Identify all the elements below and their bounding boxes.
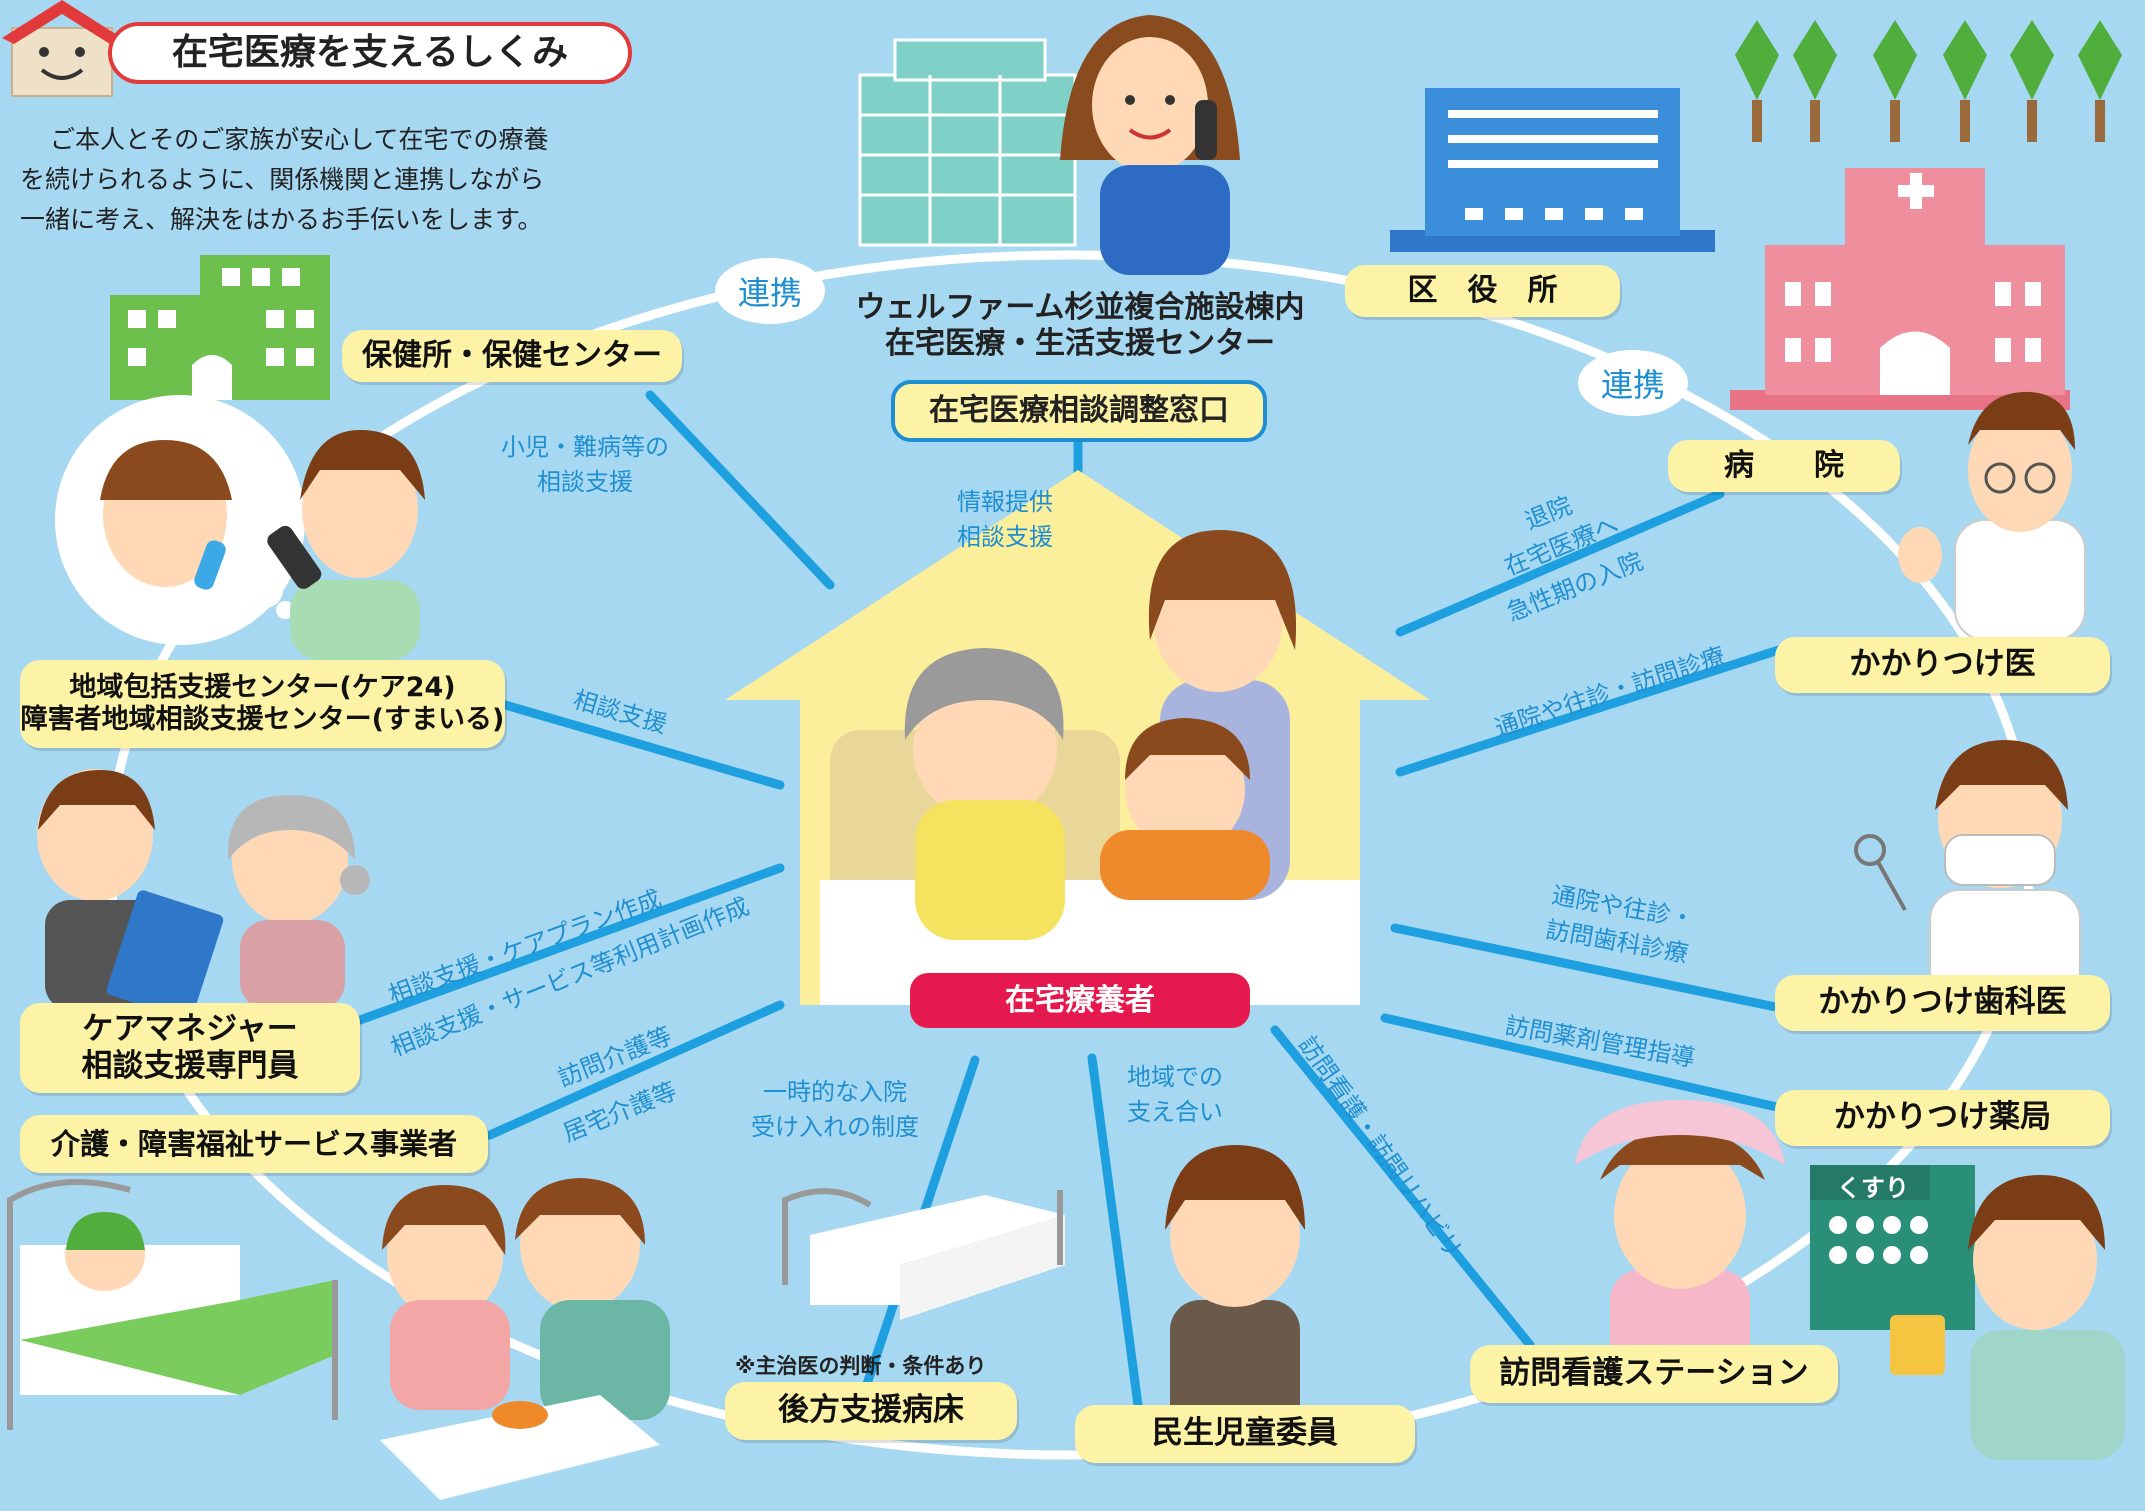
backup-hospital-bed-icon bbox=[782, 1188, 1065, 1320]
window-label[interactable]: 在宅医療相談調整窓口 bbox=[929, 393, 1229, 428]
link-line: 情報提供 bbox=[957, 488, 1053, 516]
node-pharmacy[interactable]: かかりつけ薬局 bbox=[1775, 1090, 2110, 1146]
community-volunteer-man-icon bbox=[1165, 1145, 1305, 1440]
line-chiiki bbox=[500, 700, 785, 790]
center-org-line: 在宅医療・生活支援センター bbox=[885, 326, 1275, 361]
intro-line: ご本人とそのご家族が安心して在宅での療養 bbox=[50, 125, 549, 154]
collaboration-badge: 連携 bbox=[1578, 350, 1688, 416]
bedridden-patient-icon bbox=[7, 1179, 338, 1430]
node-health-center[interactable]: 保健所・保健センター bbox=[342, 330, 682, 382]
line-kakaritsuke bbox=[1395, 643, 1790, 777]
node-care-service-providers[interactable]: 介護・障害福祉サービス事業者 bbox=[20, 1115, 488, 1173]
node-community-support-centers[interactable]: 地域包括支援センター(ケア24) 障害者地域相談支援センター(すまいる) bbox=[20, 660, 505, 748]
node-community-welfare-volunteer[interactable]: 民生児童委員 bbox=[1075, 1405, 1415, 1463]
collaboration-badge: 連携 bbox=[715, 258, 825, 324]
link-line: 地域での bbox=[1127, 1063, 1223, 1091]
link-label-community-support: 地域での 支え合い bbox=[1110, 1060, 1240, 1130]
center-organization-name: ウェルファーム杉並複合施設棟内 在宅医療・生活支援センター bbox=[820, 290, 1340, 362]
node-line: 相談支援専門員 bbox=[81, 1048, 299, 1084]
line-byoin bbox=[1395, 489, 1725, 637]
patient-label[interactable]: 在宅療養者 bbox=[1005, 983, 1155, 1018]
link-label-pediatric: 小児・難病等の 相談支援 bbox=[485, 430, 685, 500]
link-label-info: 情報提供 相談支援 bbox=[945, 485, 1065, 555]
link-line: 受け入れの制度 bbox=[751, 1112, 919, 1141]
intro-text: ご本人とそのご家族が安心して在宅での療養 を続けられるように、関係機関と連携しな… bbox=[20, 120, 660, 240]
care-manager-with-elder-icon bbox=[37, 769, 370, 1020]
node-line: 障害者地域相談支援センター(すまいる) bbox=[20, 704, 505, 735]
backup-beds-note: ※主治医の判断・条件あり bbox=[735, 1354, 987, 1378]
pharmacist-icon bbox=[1890, 1175, 2125, 1460]
line-kaigo bbox=[485, 1000, 785, 1140]
home-care-helper-icon bbox=[380, 1178, 670, 1500]
health-center-building-icon bbox=[110, 255, 330, 400]
center-org-line: ウェルファーム杉並複合施設棟内 bbox=[855, 290, 1305, 325]
home-logo-icon bbox=[2, 0, 122, 97]
intro-line: 一緒に考え、解決をはかるお手伝いをします。 bbox=[20, 205, 543, 234]
title-pill bbox=[108, 22, 632, 84]
dentist-icon bbox=[1854, 740, 2081, 1001]
node-line: ケアマネジャー bbox=[82, 1010, 298, 1047]
node-family-doctor[interactable]: かかりつけ医 bbox=[1775, 637, 2110, 693]
node-hospital[interactable]: 病 院 bbox=[1668, 440, 1900, 492]
trees-icon bbox=[1735, 20, 2122, 142]
welfarm-facility-building-icon bbox=[858, 38, 1077, 247]
node-visiting-nurse-station[interactable]: 訪問看護ステーション bbox=[1470, 1345, 1838, 1403]
line-caremanager bbox=[355, 863, 785, 1025]
window-label-box bbox=[891, 380, 1267, 442]
node-city-office[interactable]: 区 役 所 bbox=[1345, 265, 1620, 317]
line-shika bbox=[1390, 923, 1795, 1015]
intro-line: を続けられるように、関係機関と連携しながら bbox=[20, 165, 545, 194]
hospital-building-icon bbox=[1730, 168, 2070, 410]
node-dentist[interactable]: かかりつけ歯科医 bbox=[1775, 975, 2110, 1031]
pharmacy-building-icon bbox=[1810, 1165, 1975, 1330]
visiting-nurse-icon bbox=[1575, 1100, 1785, 1380]
node-line: 地域包括支援センター(ケア24) bbox=[69, 671, 456, 703]
line-minsei bbox=[1087, 1053, 1145, 1425]
patient-label-bar bbox=[910, 973, 1250, 1028]
link-line: 一時的な入院 bbox=[763, 1078, 907, 1106]
link-line: 小児・難病等の bbox=[501, 433, 669, 461]
pharmacy-sign: くすり bbox=[1837, 1174, 1909, 1202]
line-yakkyoku bbox=[1380, 1013, 1795, 1115]
node-care-manager[interactable]: ケアマネジャー 相談支援専門員 bbox=[20, 1003, 360, 1093]
line-kango bbox=[1270, 1025, 1535, 1350]
link-line: 相談支援 bbox=[537, 467, 633, 496]
phone-consultation-people-icon bbox=[55, 395, 425, 660]
city-office-building-icon bbox=[1390, 88, 1715, 252]
consultation-staff-woman-icon bbox=[1060, 15, 1240, 275]
connector-lines bbox=[355, 390, 1795, 1425]
doctor-icon bbox=[1898, 391, 2086, 641]
link-label-temp-admission: 一時的な入院 受け入れの制度 bbox=[730, 1075, 940, 1145]
page-title: 在宅医療を支えるしくみ bbox=[171, 32, 569, 73]
line-hokenjo bbox=[645, 390, 835, 590]
node-backup-hospital-beds[interactable]: 後方支援病床 bbox=[725, 1382, 1017, 1440]
link-line: 支え合い bbox=[1127, 1097, 1223, 1126]
family-caregivers-icon bbox=[820, 530, 1360, 1005]
link-line: 相談支援 bbox=[957, 522, 1053, 551]
